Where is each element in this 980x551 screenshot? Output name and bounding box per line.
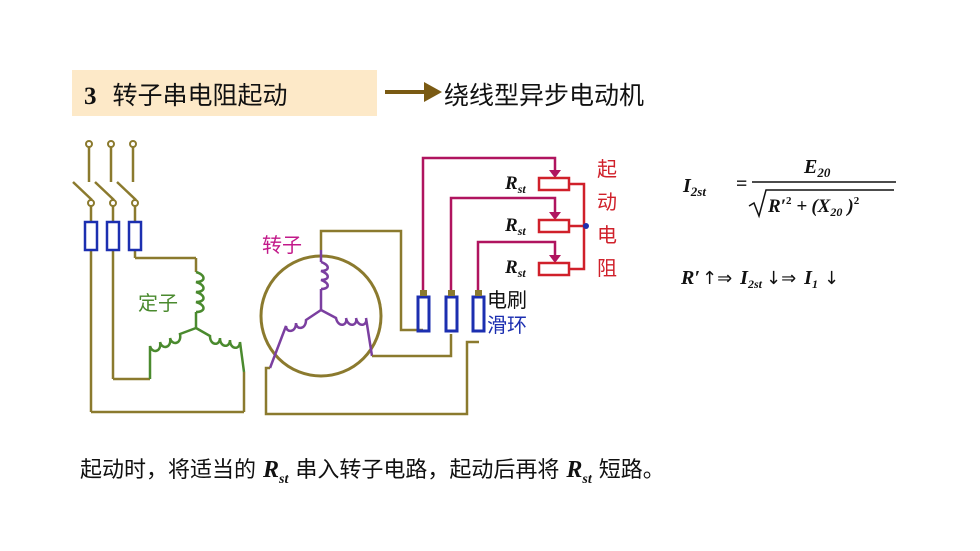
rotor-circle xyxy=(259,254,383,378)
explanation-rst-2: Rst xyxy=(566,457,592,487)
stator-label: 定子 xyxy=(138,291,178,315)
explanation-part2: 串入转子电路，起动后再将 xyxy=(295,458,560,483)
arrow-shaft xyxy=(385,90,427,94)
motor-type-label: 绕线型异步电动机 xyxy=(444,81,645,110)
rheostat-leads xyxy=(421,156,557,290)
start-resistor-label: 起 动 电 阻 xyxy=(597,157,617,280)
section-title-text: 转子串电阻起动 xyxy=(112,81,288,110)
effect-formula: R′↑⇒I2st↓⇒I1↓ xyxy=(680,267,839,291)
formula-equals: = xyxy=(736,173,747,195)
formula-lines xyxy=(748,181,896,219)
explanation-part1: 起动时，将适当的 xyxy=(80,458,257,483)
explanation-rst-1: Rst xyxy=(263,457,289,487)
svg-text:阻: 阻 xyxy=(597,256,617,280)
explanation-text: 起动时，将适当的 Rst 串入转子电路，起动后再将 Rst 短路。 xyxy=(80,452,665,488)
brushes xyxy=(420,290,482,296)
current-formula: I2st = E20 R′2+(X20)2 xyxy=(682,156,860,219)
rst-labels: Rst Rst Rst xyxy=(504,173,526,280)
slip-rings xyxy=(416,295,486,333)
fuses xyxy=(83,220,143,252)
formula-denominator: R′2+(X20)2 xyxy=(767,195,860,219)
stator-windings xyxy=(148,270,246,379)
rheostat-arrows xyxy=(549,170,561,263)
section-number: 3 xyxy=(84,83,97,110)
rst-label-3: Rst xyxy=(504,257,526,280)
explanation-part3: 短路。 xyxy=(598,458,665,483)
section-title: 3 转子串电阻起动 xyxy=(84,76,288,112)
formula-numerator: E20 xyxy=(803,156,831,180)
start-resistors xyxy=(537,176,586,277)
brush-label: 电刷 xyxy=(487,288,527,312)
terminal-dots xyxy=(85,140,139,207)
rst-label-2: Rst xyxy=(504,215,526,238)
supply-lines xyxy=(72,147,246,414)
rst-label-1: Rst xyxy=(504,173,526,196)
rotor-leads xyxy=(264,229,479,416)
rotor-windings xyxy=(268,250,374,369)
formula-lhs: I2st xyxy=(682,175,706,199)
svg-text:电: 电 xyxy=(597,223,617,247)
star-point-dot xyxy=(583,223,589,229)
svg-text:起: 起 xyxy=(597,157,617,181)
svg-text:动: 动 xyxy=(597,190,617,214)
slip-ring-label: 滑环 xyxy=(487,313,527,337)
title-highlight xyxy=(72,70,377,116)
svg-text:R′↑⇒I2st↓⇒I1↓: R′↑⇒I2st↓⇒I1↓ xyxy=(680,267,839,291)
arrow-right-icon xyxy=(424,82,442,102)
rotor-label: 转子 xyxy=(262,233,302,257)
